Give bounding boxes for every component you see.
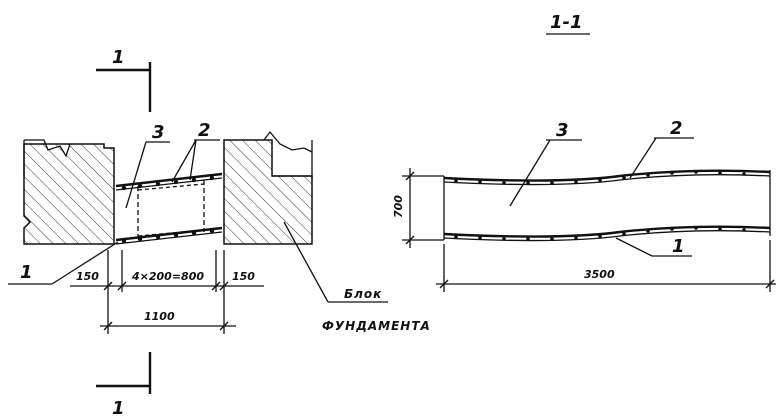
svg-text:3: 3: [556, 120, 569, 141]
left-cross-section: [115, 172, 223, 245]
note-line-2: ФУНДАМЕНТА: [322, 319, 431, 333]
note-line-1: Блок: [344, 287, 382, 301]
dim-length: 3500: [584, 268, 615, 281]
foundation-note: Блок ФУНДАМЕНТА: [283, 221, 431, 333]
left-dimensions: 150 4×200=800 150 1100: [70, 250, 264, 334]
right-callout-3: 3: [509, 120, 582, 207]
section-marker-top: 1: [96, 47, 152, 112]
left-callout-1: 1: [8, 241, 119, 285]
svg-text:1: 1: [672, 236, 685, 257]
dim-total-width: 1100: [144, 310, 175, 323]
dim-left-gap: 150: [76, 270, 99, 283]
left-callout-2: 2: [171, 120, 220, 183]
svg-text:2: 2: [198, 120, 211, 141]
right-callout-1: 1: [615, 236, 692, 257]
svg-text:1-1: 1-1: [550, 12, 583, 33]
svg-text:2: 2: [670, 118, 683, 139]
section-marker-bottom-label: 1: [112, 398, 125, 419]
right-callout-2: 2: [629, 118, 694, 179]
dim-spacing: 4×200=800: [131, 270, 204, 283]
right-foundation-block: [223, 130, 313, 245]
svg-text:3: 3: [152, 122, 165, 143]
right-dimensions: 700 3500: [392, 168, 776, 292]
section-marker-bottom: 1: [96, 352, 152, 419]
longitudinal-section: [443, 169, 771, 242]
dim-height: 700: [392, 195, 405, 218]
section-title: 1-1: [546, 12, 590, 35]
left-foundation-block: [23, 139, 115, 245]
dim-right-gap: 150: [232, 270, 255, 283]
section-marker-top-label: 1: [112, 47, 125, 68]
left-callout-3: 3: [125, 122, 170, 209]
svg-text:1: 1: [20, 262, 33, 283]
